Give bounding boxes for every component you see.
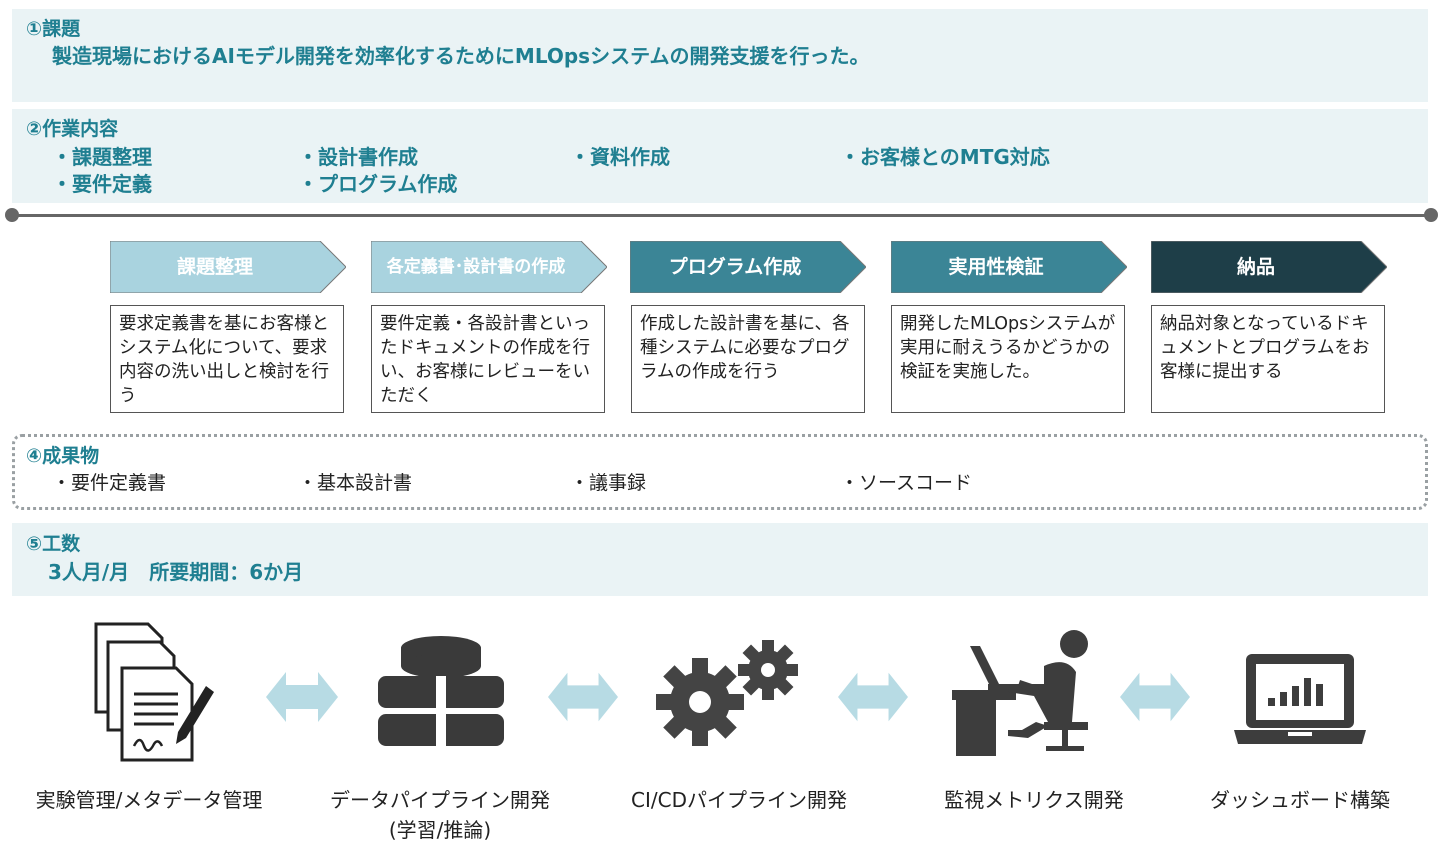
step-description: 要求定義書を基にお客様とシステム化について、要求内容の洗い出しと検討を行う — [110, 305, 344, 413]
effort-heading: ⑤工数 — [26, 533, 81, 555]
person-at-desk-icon — [952, 630, 1088, 756]
component-caption: データパイプライン開発 — [330, 788, 550, 812]
work-panel — [12, 109, 1428, 203]
database-icon — [378, 636, 504, 746]
step-description: 作成した設計書を基に、各種システムに必要なプログラムの作成を行う — [631, 305, 865, 413]
work-heading: ②作業内容 — [26, 118, 119, 140]
double-arrow-icon — [266, 672, 338, 722]
deliverables-panel — [12, 434, 1428, 510]
step-label: 課題整理 — [176, 256, 253, 278]
work-item: ・お客様とのMTG対応 — [840, 145, 1050, 169]
documents-icon — [94, 622, 214, 762]
issue-panel — [12, 9, 1428, 102]
deliverable-item: ・議事録 — [570, 472, 647, 494]
step-arrow-design: 各定義書･設計書の作成 — [371, 241, 607, 293]
work-item: ・プログラム作成 — [298, 172, 458, 196]
component-caption: 実験管理/メタデータ管理 — [35, 788, 263, 812]
component-caption-sub: (学習/推論) — [388, 818, 492, 842]
component-caption: CI/CDパイプライン開発 — [631, 788, 847, 812]
double-arrow-icon — [548, 672, 618, 722]
step-description: 納品対象となっているドキュメントとプログラムをお客様に提出する — [1151, 305, 1385, 413]
step-label: 各定義書･設計書の作成 — [386, 257, 566, 277]
work-item: ・資料作成 — [570, 145, 670, 169]
deliverable-item: ・ソースコード — [840, 472, 973, 494]
step-arrow-delivery: 納品 — [1151, 241, 1387, 293]
step-arrow-issues: 課題整理 — [110, 241, 346, 293]
step-description: 要件定義・各設計書といったドキュメントの作成を行い、お客様にレビューをいただく — [371, 305, 605, 413]
effort-panel — [12, 523, 1428, 596]
step-label: 実用性検証 — [948, 256, 1044, 278]
step-arrow-validation: 実用性検証 — [891, 241, 1127, 293]
timeline-start-dot — [5, 208, 19, 222]
timeline-end-dot — [1424, 208, 1438, 222]
deliverable-item: ・基本設計書 — [298, 472, 413, 494]
step-label: プログラム作成 — [668, 256, 802, 278]
double-arrow-icon — [838, 672, 908, 722]
work-item: ・課題整理 — [52, 145, 152, 169]
double-arrow-icon — [1120, 672, 1190, 722]
issue-text: 製造現場におけるAIモデル開発を効率化するためにMLOpsシステムの開発支援を行… — [52, 44, 870, 68]
deliverables-heading: ④成果物 — [26, 445, 100, 467]
step-label: 納品 — [1236, 256, 1275, 278]
deliverable-item: ・要件定義書 — [52, 472, 167, 494]
gears-icon — [656, 640, 798, 746]
work-item: ・設計書作成 — [298, 145, 418, 169]
step-arrow-programming: プログラム作成 — [630, 241, 866, 293]
effort-text: 3人月/月 所要期間：6か月 — [48, 560, 304, 584]
issue-heading: ①課題 — [26, 18, 81, 40]
laptop-chart-icon — [1234, 654, 1366, 744]
component-caption: 監視メトリクス開発 — [944, 788, 1124, 812]
timeline-line — [12, 214, 1432, 217]
component-caption: ダッシュボード構築 — [1210, 788, 1390, 812]
work-item: ・要件定義 — [52, 172, 152, 196]
step-description: 開発したMLOpsシステムが実用に耐えうるかどうかの検証を実施した。 — [891, 305, 1125, 413]
